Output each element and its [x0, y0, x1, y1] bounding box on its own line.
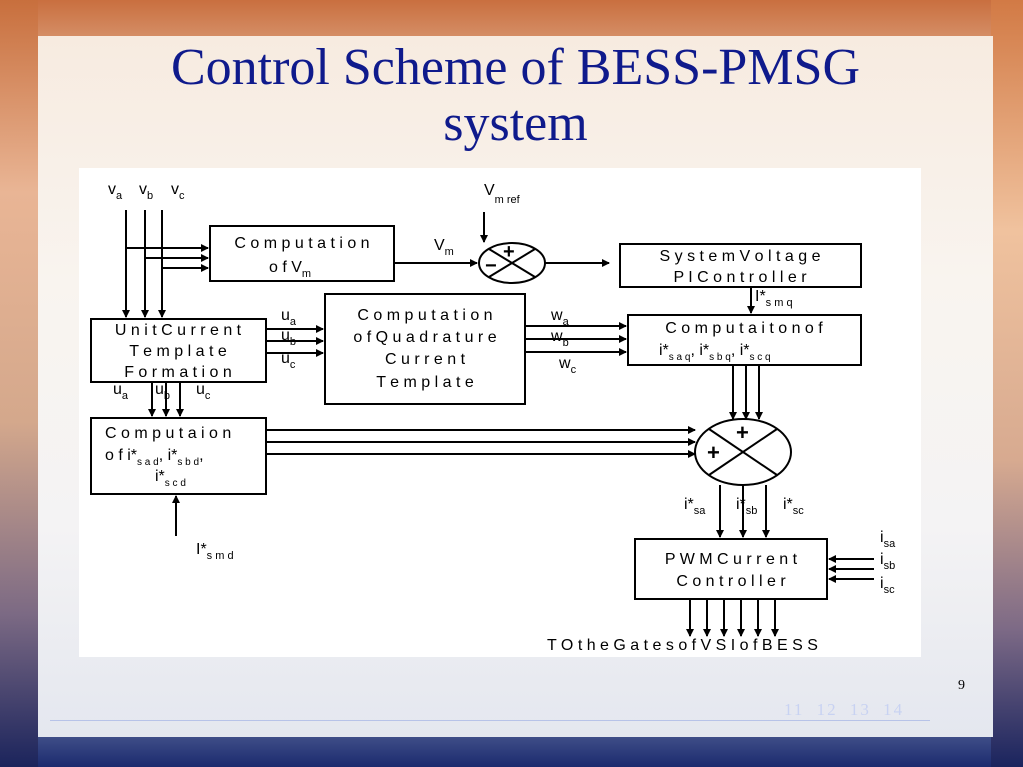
- signal-wc: wc: [558, 355, 577, 376]
- signal-ua-right: ua: [281, 307, 297, 328]
- cq2-line1: C o m p u t a i t o n o f: [665, 320, 823, 337]
- cq2-line2: i*s a q, i*s b q, i*s c q: [659, 342, 771, 363]
- input-vc: vc: [171, 181, 185, 202]
- signal-wb: wb: [550, 328, 569, 349]
- comp-vm-line2: o f Vm: [269, 259, 311, 280]
- vm-junction-plus: +: [503, 241, 515, 263]
- title-line-2: system: [443, 95, 588, 152]
- cq-line2: o f Q u a d r a t u r e: [353, 329, 496, 346]
- block-computation-vm: [209, 225, 395, 282]
- signal-ub-bottom: ub: [155, 381, 170, 402]
- nav-link-page-12[interactable]: 12: [816, 700, 838, 719]
- current-junction-plus-top: +: [736, 420, 749, 445]
- signal-ua-bottom: ua: [113, 381, 129, 402]
- uct-line1: U n i t C u r r e n t: [115, 322, 242, 339]
- control-scheme-diagram: va vb vc Vm ref C o m p u t a t i o n o …: [79, 168, 921, 657]
- block-unit-current-template: [90, 318, 267, 383]
- input-isa: isa: [880, 529, 896, 550]
- block-pi-controller: [619, 243, 862, 288]
- uct-line3: F o r m a t i o n: [124, 364, 232, 381]
- footer-divider: [50, 720, 930, 721]
- cd-line3: i*s c d: [155, 468, 186, 489]
- page-number: 9: [958, 678, 965, 693]
- pi-line2: P I C o n t r o l l e r: [673, 269, 807, 286]
- comp-vm-line1: C o m p u t a t i o n: [234, 235, 369, 252]
- nav-link-page-13[interactable]: 13: [849, 700, 871, 719]
- signal-uc-right: uc: [281, 350, 296, 371]
- title-line-1: Control Scheme of BESS-PMSG: [170, 39, 861, 96]
- vm-junction-minus: −: [485, 255, 497, 277]
- nav-link-page-11[interactable]: 11: [784, 700, 805, 719]
- block-quadrature-template: [324, 293, 526, 405]
- signal-isb-ref: i*sb: [736, 496, 757, 517]
- input-isb: isb: [880, 551, 895, 572]
- signal-ismq: I*s m q: [755, 288, 793, 309]
- pwm-line1: P W M C u r r e n t: [665, 551, 798, 568]
- input-vb: vb: [139, 181, 153, 202]
- signal-isa-ref: i*sa: [684, 496, 706, 517]
- nav-link-page-14[interactable]: 14: [883, 700, 905, 719]
- signal-wa: wa: [550, 307, 570, 328]
- right-gradient-border: [991, 0, 1023, 767]
- signal-ub-right: ub: [281, 327, 296, 348]
- input-va: va: [108, 181, 123, 202]
- cq-line1: C o m p u t a t i o n: [357, 307, 492, 324]
- block-computation-isd: [90, 417, 267, 495]
- pwm-line2: C o n t r o l l e r: [676, 573, 786, 590]
- slide-title: Control Scheme of BESS-PMSG system: [38, 40, 993, 152]
- input-isc: isc: [880, 575, 895, 596]
- output-label: T O t h e G a t e s o f V S I o f B E S …: [547, 637, 818, 654]
- cq-line3: C u r r e n t: [385, 351, 466, 368]
- signal-isc-ref: i*sc: [783, 496, 804, 517]
- footer-page-links: 11 12 13 14: [784, 700, 910, 720]
- signal-uc-bottom: uc: [196, 381, 211, 402]
- left-gradient-border: [0, 0, 38, 767]
- pi-line1: S y s t e m V o l t a g e: [660, 248, 821, 265]
- cd-line1: C o m p u t a i o n: [105, 425, 231, 442]
- signal-vm: Vm: [434, 237, 454, 258]
- cq-line4: T e m p l a t e: [376, 374, 474, 391]
- uct-line2: T e m p l a t e: [129, 343, 227, 360]
- cd-line2: o f i*s a d, i*s b d,: [105, 447, 204, 468]
- input-ismd: I*s m d: [196, 541, 234, 562]
- input-vmref: Vm ref: [484, 182, 521, 206]
- block-pwm-controller: [634, 538, 828, 600]
- current-junction-plus-left: +: [707, 440, 720, 465]
- block-computation-isq: [627, 314, 862, 366]
